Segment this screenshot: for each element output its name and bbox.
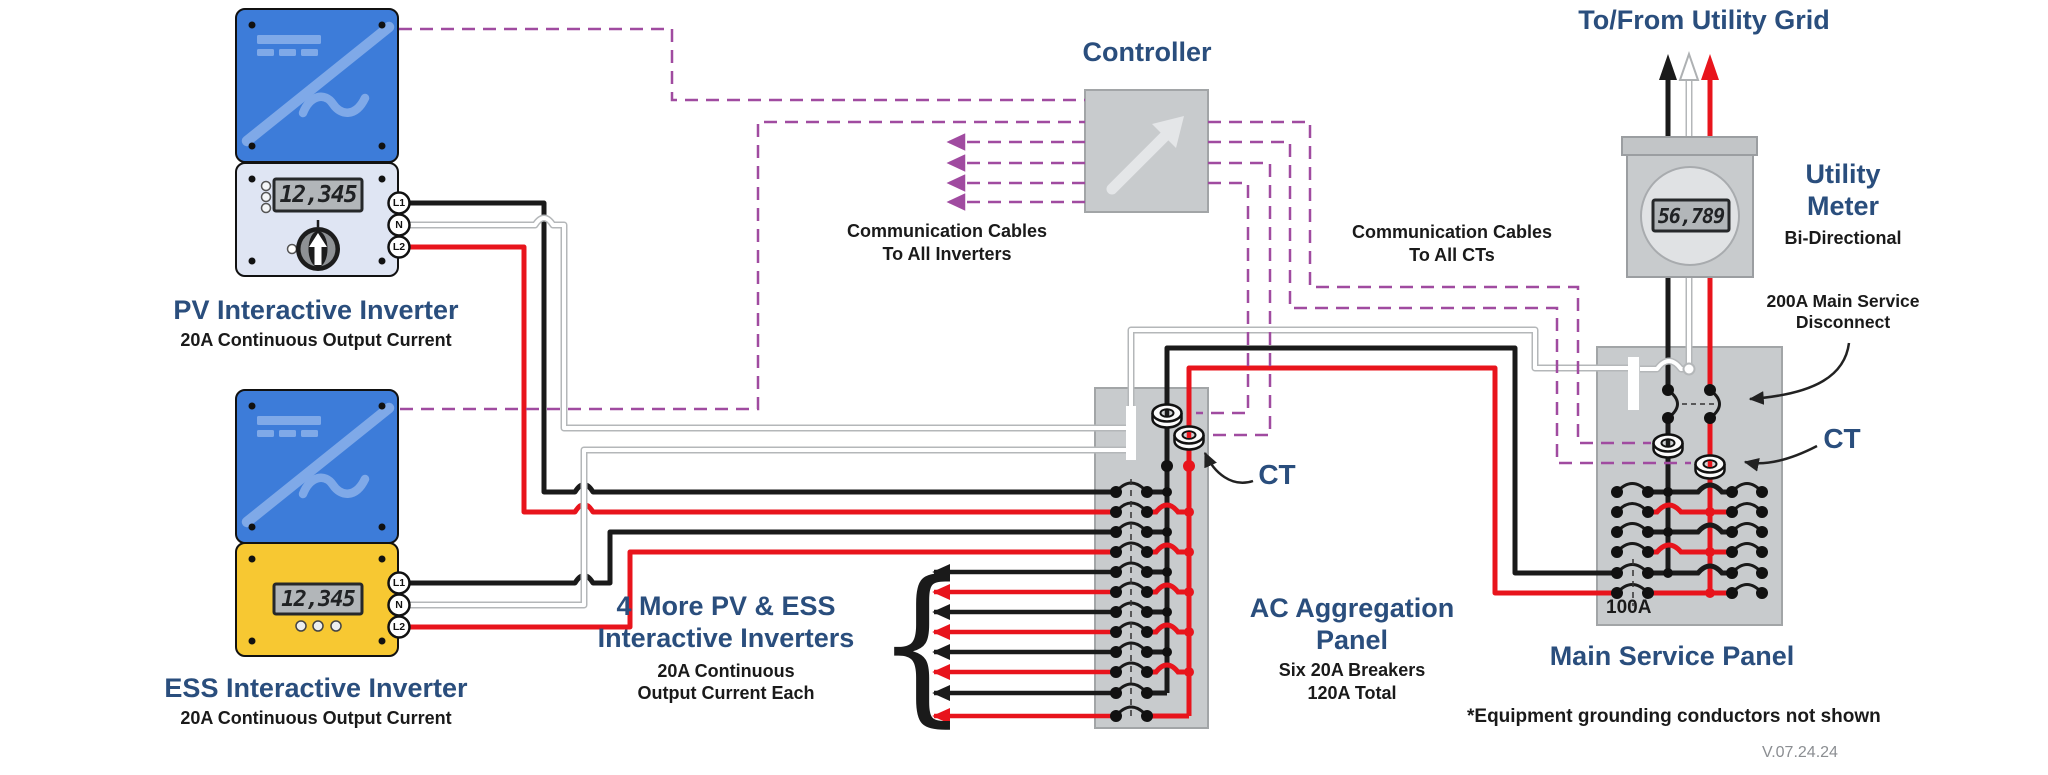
rotary-switch [286,220,340,271]
controller-box [1084,89,1209,213]
more-inverters-sub1: 20A Continuous [657,661,795,681]
agg-panel-internals [1110,406,1195,722]
utility-meter-subtitle: Bi-Directional [1784,228,1902,248]
pv-inverter-subtitle: 20A Continuous Output Current [180,330,452,350]
disconnect-label-line1: 200A Main Service [1766,291,1920,311]
utility-meter-title1: Utility [1805,159,1881,189]
ess-l2-wire [408,549,1116,630]
controller-label: Controller [1082,37,1212,67]
agg-panel-title1: AC Aggregation [1249,593,1455,623]
disconnect-pointer [1748,342,1851,405]
meter-lcd-value: 56,789 [1657,203,1725,228]
more-inverters-line1: 4 More PV & ESS [616,591,836,621]
grid-arrows [1659,50,1719,81]
pv-terminal-n: N [395,219,403,231]
main-ct-label: CT [1823,423,1861,454]
more-inverter-arrows [932,563,1116,725]
ess-lcd-value: 12,345 [281,586,355,612]
comm-main-ct-1 [1208,120,1651,445]
agg-ct-label: CT [1258,459,1296,490]
pv-inverter-title: PV Interactive Inverter [173,295,459,325]
ess-inverter-title: ESS Interactive Inverter [164,673,468,703]
comm-ess [400,120,1085,411]
more-inverters-sub2: Output Current Each [637,683,815,703]
main-service-disconnect [1662,384,1721,424]
comm-agg-ct-1 [1196,181,1250,415]
black-wires [408,78,1671,693]
pv-l2-wire [408,244,1116,515]
main-ct-black [1652,433,1684,459]
ess-terminal-n: N [395,599,403,611]
red-wires [408,78,1713,716]
meter-lcd [1651,198,1731,233]
agg-panel-title2: Panel [1315,625,1389,655]
main-panel-internals [1611,357,1768,606]
more-inverters-line2: Interactive Inverters [597,623,855,653]
agg-ct-red [1173,425,1205,451]
agg-ct-black [1151,403,1183,429]
more-inverters-brace: { [876,545,969,743]
agg-ct-pointer [1203,451,1254,484]
pv-lcd [272,177,364,213]
ess-led-lights [295,620,342,632]
agg-panel-sub1: Six 20A Breakers [1278,660,1426,680]
grid-arrow-red [1701,54,1719,80]
pv-terminals [387,191,411,259]
utility-meter-graphic [1621,136,1758,278]
main-ct-red [1694,454,1726,480]
main-breaker-label: 100A [1606,597,1652,618]
comm-agg-ct-2 [1208,161,1272,437]
ess-terminal-l2: L2 [392,621,406,633]
footnote: *Equipment grounding conductors not show… [1467,706,1881,727]
main-panel-title: Main Service Panel [1549,641,1795,671]
comm-cts-line1: Communication Cables [1351,222,1553,242]
pv-lcd-value: 12,345 [279,182,357,208]
communication-cables [399,27,1691,465]
comm-cts-line2: To All CTs [1409,245,1495,265]
comm-main-ct-2 [1208,140,1691,465]
neutral-wires [408,78,1696,609]
pv-led-lights [260,180,272,214]
comm-inverters-line1: Communication Cables [846,221,1048,241]
grid-arrow-white [1678,50,1700,81]
main-ct-pointer [1743,444,1818,472]
dc-ac-icon [241,402,395,528]
pv-inverter-graphic [235,8,411,277]
ess-inverter-graphic [235,389,411,657]
ess-terminal-l1: L1 [392,577,406,589]
dc-ac-icon [241,21,395,147]
agg-neutral-bar [1126,406,1136,460]
pv-terminal-l2: L2 [392,241,406,253]
grid-arrow-black [1659,54,1677,80]
version: V.07.24.24 [1762,744,1838,761]
ess-terminals [387,571,411,639]
utility-meter-title2: Meter [1806,191,1880,221]
ess-lcd [272,582,364,616]
pv-terminal-l1: L1 [392,197,406,209]
comm-inverters-line2: To All Inverters [882,244,1012,264]
controller-arrow-icon [1106,116,1184,195]
agg-to-main-red-wire [1186,365,1617,716]
ess-l1-wire [408,529,1116,586]
grid-label: To/From Utility Grid [1578,5,1830,35]
pointer-arrows [1203,342,1851,484]
ess-inverter-subtitle: 20A Continuous Output Current [180,708,452,728]
comm-pv [399,27,1085,102]
disconnect-label-line2: Disconnect [1795,312,1891,332]
main-neutral-bar [1628,357,1639,410]
agg-panel-sub2: 120A Total [1307,683,1397,703]
